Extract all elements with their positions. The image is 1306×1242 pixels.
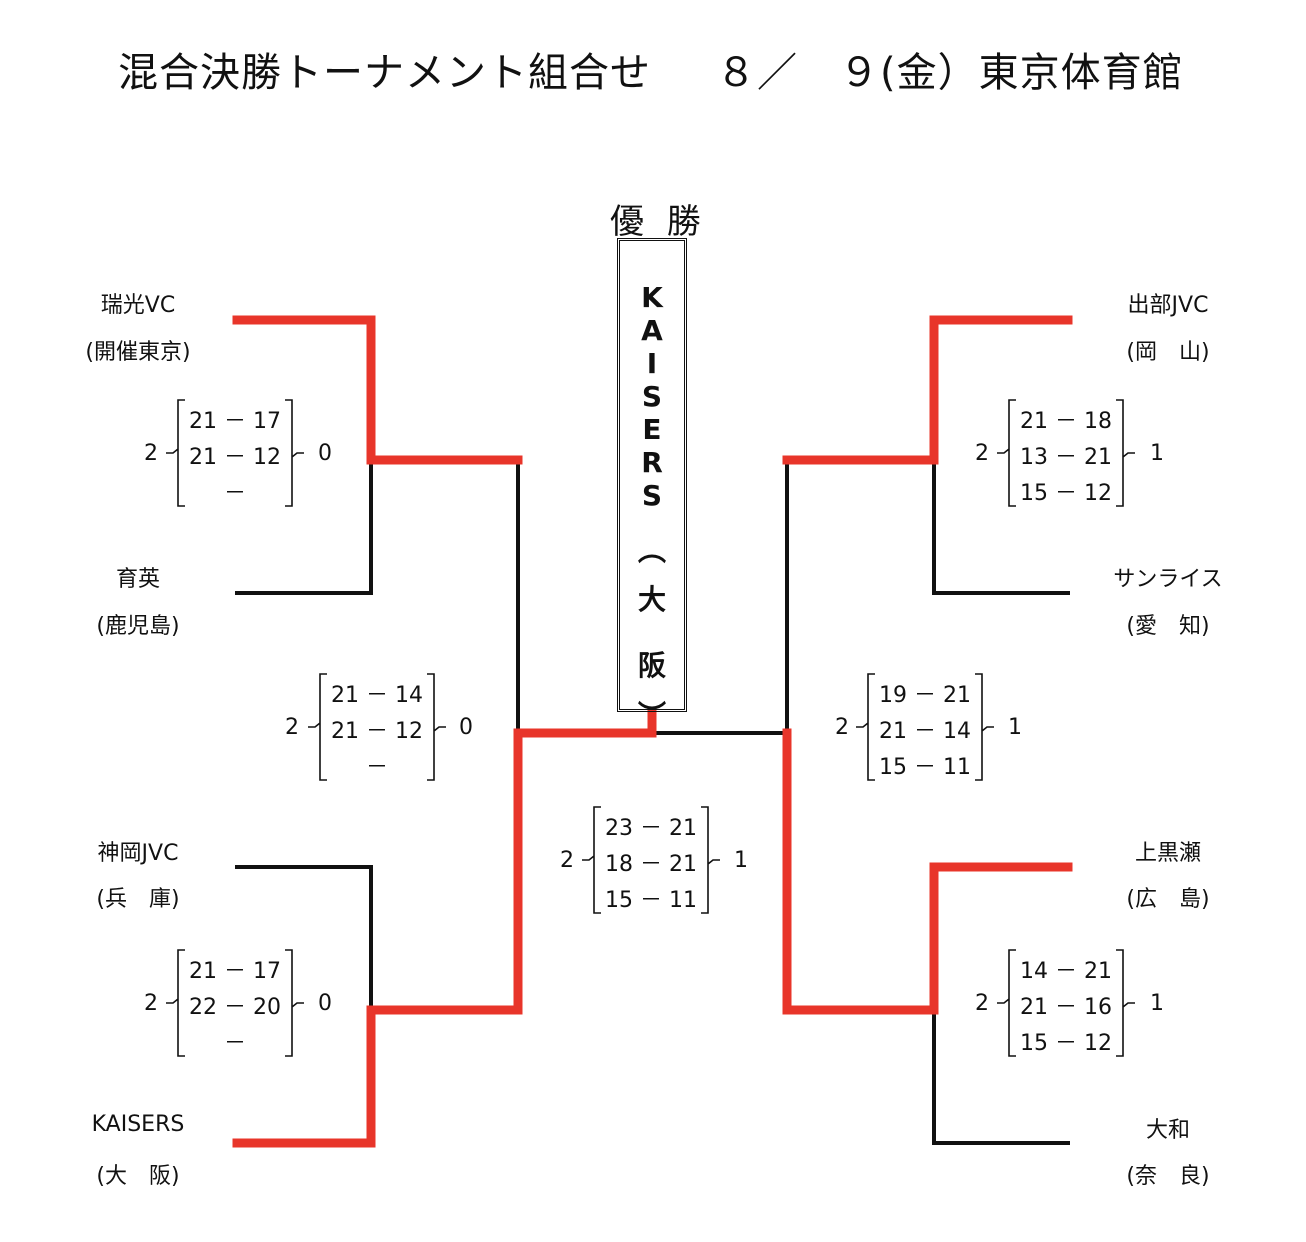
team-name: 神岡JVC	[97, 841, 179, 866]
sets-won-right: 1	[1150, 991, 1164, 1016]
champion-letter: A	[641, 314, 663, 347]
bracket-icon	[856, 673, 994, 781]
team-pref: (愛 知)	[1126, 614, 1210, 639]
set-score: 19 － 21	[879, 683, 971, 708]
score-block-left-semi: 2 21 － 14 21 － 12 － 0	[0, 673, 1306, 783]
line-left-team4-win	[232, 707, 657, 1148]
champion-pref-char: 阪	[637, 649, 666, 682]
page-title: 混合決勝トーナメント組合せ	[118, 50, 651, 96]
set-score: 23 － 21	[605, 816, 697, 841]
score-block-left-r1-top: 2 21 － 17 21 － 12 － 0	[0, 399, 1306, 509]
team-name: 上黒瀬	[1134, 841, 1201, 866]
line-right-team2	[932, 458, 1070, 595]
sets-won-left: 2	[144, 991, 158, 1016]
bracket-icon	[166, 949, 304, 1057]
score-block-right-semi: 2 19 － 21 21 － 14 15 － 11 1	[0, 673, 1306, 783]
sets-won-right: 0	[318, 991, 332, 1016]
champion-letter: E	[642, 413, 662, 446]
sets-won-right: 1	[1150, 441, 1164, 466]
sets-won-right: 1	[734, 848, 748, 873]
set-score: 18 － 21	[605, 852, 697, 877]
set-scores: 19 － 21 21 － 14 15 － 11	[856, 673, 994, 781]
set-score: 21 － 18	[1020, 409, 1112, 434]
set-score: －	[223, 1031, 246, 1056]
sets-won-left: 2	[975, 991, 989, 1016]
score-block-final: 2 23 － 21 18 － 21 15 － 11 1	[0, 806, 1306, 916]
champion-pref-char: 大	[637, 583, 666, 616]
sets-won-left: 2	[144, 441, 158, 466]
bracket-icon	[582, 806, 720, 914]
score-block-right-r1-bottom: 2 14 － 21 21 － 16 15 － 12 1	[0, 949, 1306, 1059]
set-scores: 23 － 21 18 － 21 15 － 11	[582, 806, 720, 914]
set-score: 21 － 12	[331, 719, 423, 744]
bracket-icon	[997, 399, 1135, 507]
sets-won-left: 2	[975, 441, 989, 466]
set-score: 15 － 11	[879, 755, 971, 780]
set-score: 22 － 20	[189, 995, 281, 1020]
team-name: KAISERS	[91, 1112, 185, 1137]
champion-label: 優 勝	[610, 202, 707, 242]
champion-letter: S	[641, 380, 663, 413]
line-right-team4	[932, 1008, 1070, 1145]
set-score: 15 － 12	[1020, 1031, 1112, 1056]
team-pref: (岡 山)	[1126, 340, 1210, 365]
set-score: 14 － 21	[1020, 959, 1112, 984]
set-score: 21 － 14	[331, 683, 423, 708]
champion-pref-char: ︵	[637, 534, 666, 567]
team-pref: (大 阪)	[96, 1164, 180, 1189]
set-score: 15 － 11	[605, 888, 697, 913]
set-score: －	[223, 481, 246, 506]
team-name: 瑞光VC	[100, 293, 176, 318]
team-name: 育英	[115, 567, 160, 592]
set-scores: 14 － 21 21 － 16 15 － 12	[997, 949, 1135, 1057]
team-pref: (兵 庫)	[96, 887, 180, 912]
team-name: サンライス	[1113, 567, 1223, 592]
champion-letter: K	[641, 281, 663, 314]
champion-pref-char: ︶	[637, 699, 666, 732]
score-block-left-r1-bottom: 2 21 － 17 22 － 20 － 0	[0, 949, 1306, 1059]
sets-won-right: 1	[1008, 715, 1022, 740]
team-name: 大和	[1145, 1118, 1190, 1143]
team-pref: (鹿児島)	[96, 614, 180, 639]
line-left-team1-win	[232, 315, 523, 465]
set-score: 21 － 16	[1020, 995, 1112, 1020]
team-pref: (開催東京)	[85, 340, 191, 365]
set-score: －	[365, 755, 388, 780]
set-scores: 21 － 17 22 － 20 －	[166, 949, 304, 1057]
sets-won-left: 2	[285, 715, 299, 740]
champion-letter: R	[641, 446, 663, 479]
date-venue: ８／ ９(金）東京体育館	[716, 50, 1184, 96]
set-scores: 21 － 18 13 － 21 15 － 12	[997, 399, 1135, 507]
score-block-right-r1-top: 2 21 － 18 13 － 21 15 － 12 1	[0, 399, 1306, 509]
line-left-team2	[235, 458, 373, 595]
bracket-icon	[997, 949, 1135, 1057]
bracket-icon	[308, 673, 446, 781]
team-pref: (奈 良)	[1126, 1164, 1210, 1189]
bracket-icon	[166, 399, 304, 507]
team-name: 出部JVC	[1127, 293, 1209, 318]
sets-won-left: 2	[560, 848, 574, 873]
set-score: 21 － 17	[189, 959, 281, 984]
set-score: 15 － 12	[1020, 481, 1112, 506]
set-scores: 21 － 14 21 － 12 －	[308, 673, 446, 781]
champion-letter: S	[641, 479, 663, 512]
champion-letter: I	[646, 347, 658, 380]
sets-won-right: 0	[459, 715, 473, 740]
sets-won-left: 2	[835, 715, 849, 740]
set-score: 13 － 21	[1020, 445, 1112, 470]
line-right-team3-win	[782, 728, 1073, 1015]
line-right-team1-win	[782, 315, 1073, 465]
set-score: 21 － 17	[189, 409, 281, 434]
set-scores: 21 － 17 21 － 12 －	[166, 399, 304, 507]
set-score: 21 － 12	[189, 445, 281, 470]
line-left-team3	[235, 865, 373, 1012]
set-score: 21 － 14	[879, 719, 971, 744]
team-pref: (広 島)	[1126, 887, 1210, 912]
sets-won-right: 0	[318, 441, 332, 466]
